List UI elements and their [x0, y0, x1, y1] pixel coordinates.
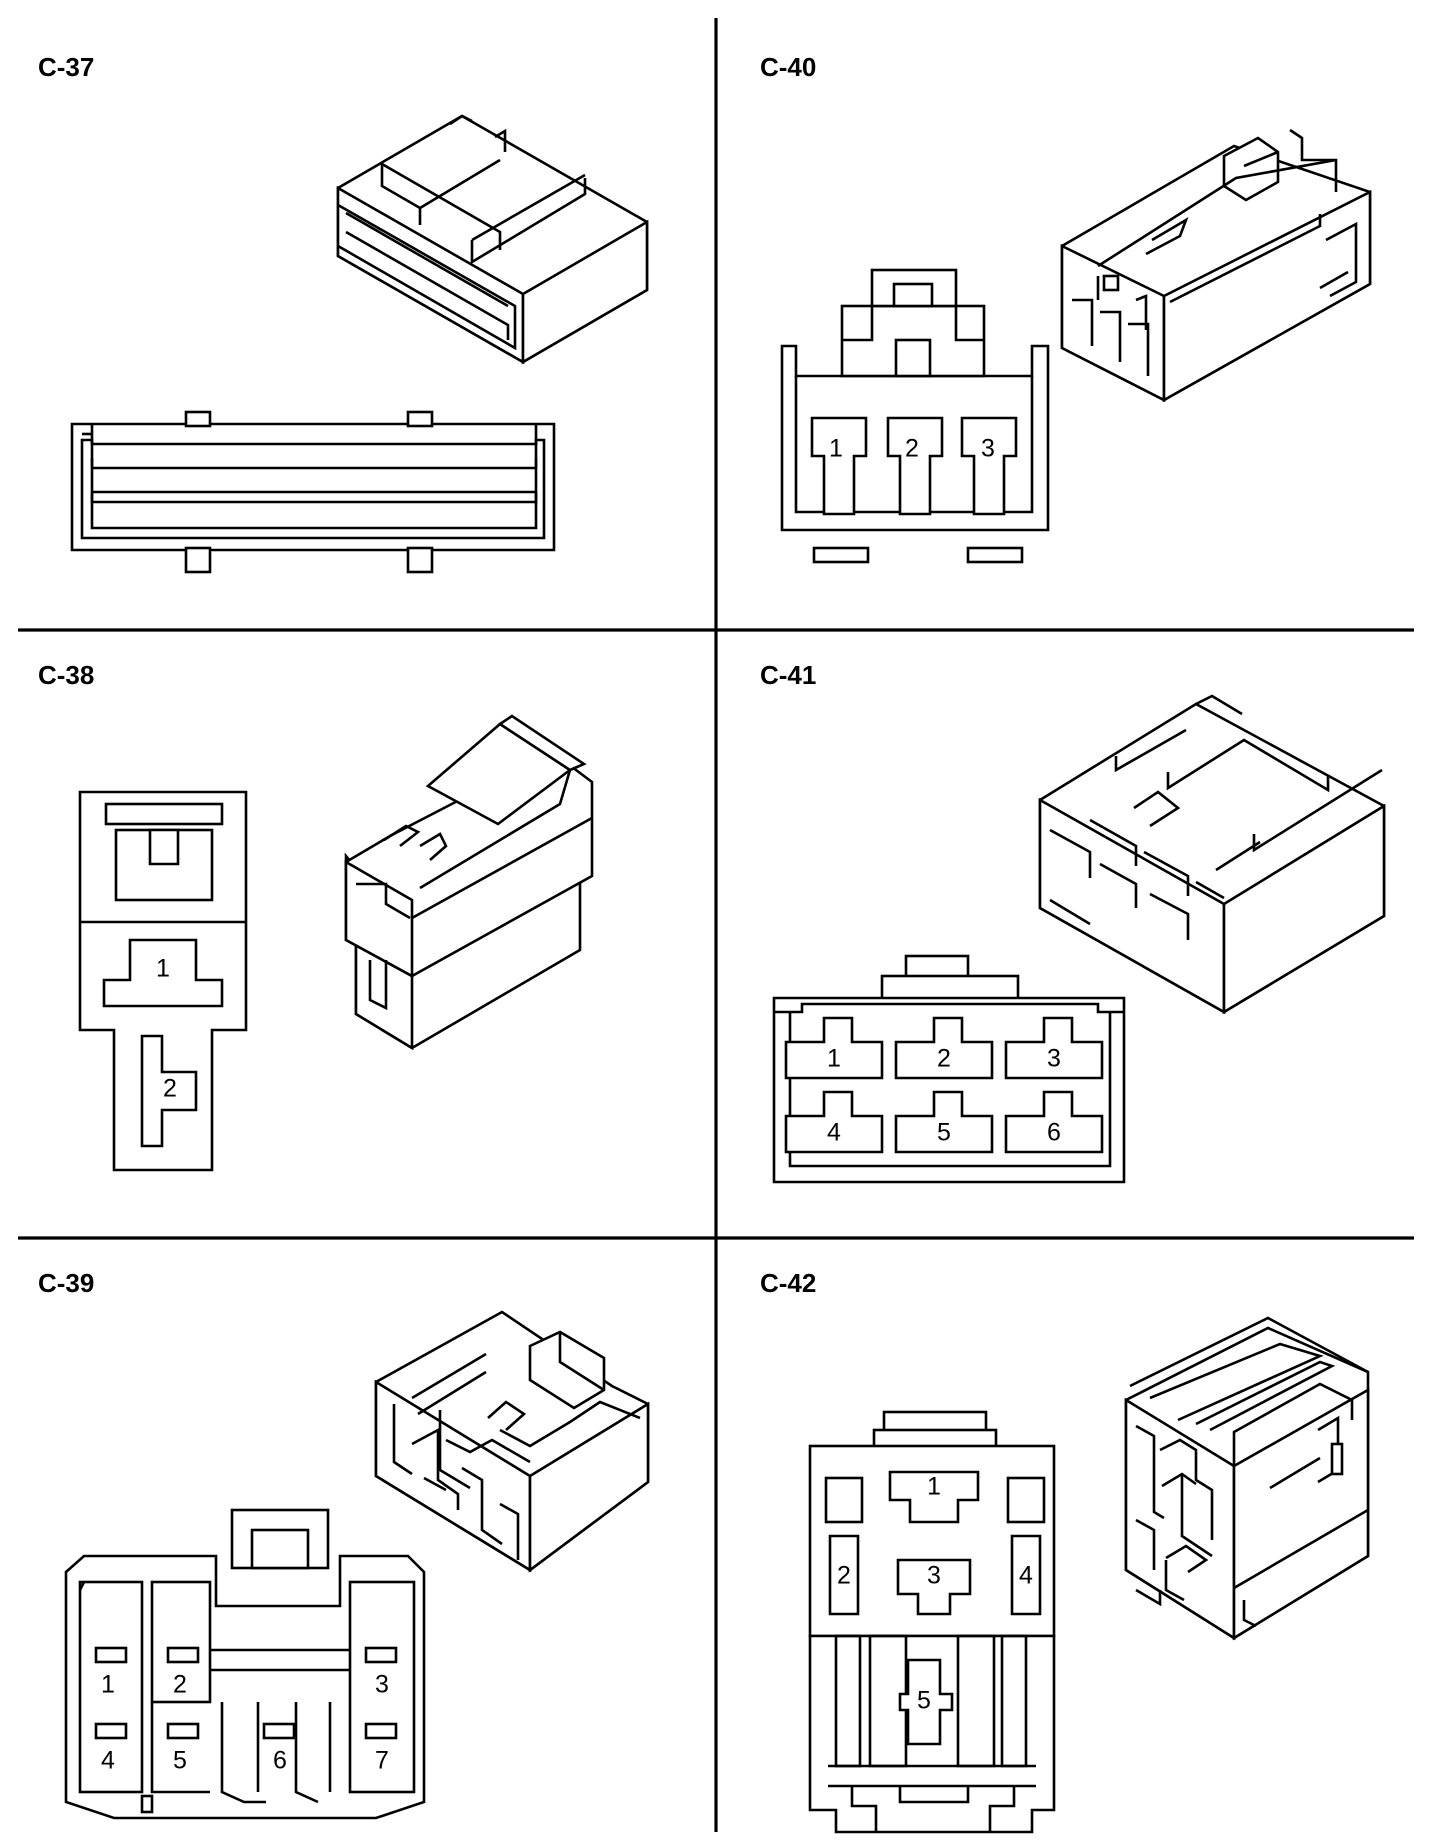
panel-label: C-40	[760, 52, 816, 82]
pin-label: 4	[827, 1119, 841, 1147]
pin-label: 2	[837, 1562, 851, 1590]
c39-face-view: 1 2 3 4 5 6 7	[64, 1508, 426, 1820]
c38-iso-view	[344, 714, 594, 1051]
panel-label: C-42	[760, 1268, 816, 1298]
c40-iso-view	[1060, 128, 1372, 403]
pin-label: 4	[1019, 1562, 1033, 1590]
c41-iso-view	[1038, 694, 1386, 1015]
pin-label: 7	[375, 1747, 389, 1775]
pin-label: 3	[375, 1671, 389, 1699]
c42-iso-view	[1124, 1316, 1370, 1641]
c41-face-view: 1 2 3 4 5 6	[772, 954, 1126, 1184]
pin-label: 1	[101, 1671, 115, 1699]
pin-label: 5	[917, 1687, 931, 1715]
panel-c37: C-37	[38, 52, 649, 574]
panel-label: C-38	[38, 660, 94, 690]
pin-label: 1	[827, 1045, 841, 1073]
pin-label: 1	[156, 955, 170, 983]
pin-label: 2	[163, 1075, 177, 1103]
panel-c42: C-42 1 2 3 4 5	[760, 1268, 1370, 1834]
pin-label: 2	[937, 1045, 951, 1073]
c39-iso-view	[374, 1310, 650, 1573]
c38-face-view: 1 2	[78, 790, 248, 1172]
panel-label: C-41	[760, 660, 816, 690]
c42-face-view: 1 2 3 4 5	[808, 1410, 1056, 1834]
pin-label: 6	[1047, 1119, 1061, 1147]
pin-label: 5	[937, 1119, 951, 1147]
pin-label: 3	[927, 1562, 941, 1590]
pin-label: 3	[1047, 1045, 1061, 1073]
pin-label: 2	[173, 1671, 187, 1699]
pin-label: 6	[273, 1747, 287, 1775]
c37-face-view	[70, 410, 556, 574]
grid-dividers	[18, 18, 1414, 1832]
pin-label: 1	[927, 1473, 941, 1501]
c37-iso-view	[336, 114, 649, 365]
pin-label: 2	[905, 435, 919, 463]
pin-label: 5	[173, 1747, 187, 1775]
panel-label: C-39	[38, 1268, 94, 1298]
panel-c40: C-40 1 2 3	[760, 52, 1372, 564]
panel-c41: C-41	[760, 660, 1386, 1184]
pin-label: 1	[829, 435, 843, 463]
panel-label: C-37	[38, 52, 94, 82]
panel-c39: C-39	[38, 1268, 650, 1820]
pin-label: 3	[981, 435, 995, 463]
panel-c38: C-38 1 2	[38, 660, 594, 1172]
c40-face-view: 1 2 3	[780, 268, 1050, 564]
pin-label: 4	[101, 1747, 115, 1775]
